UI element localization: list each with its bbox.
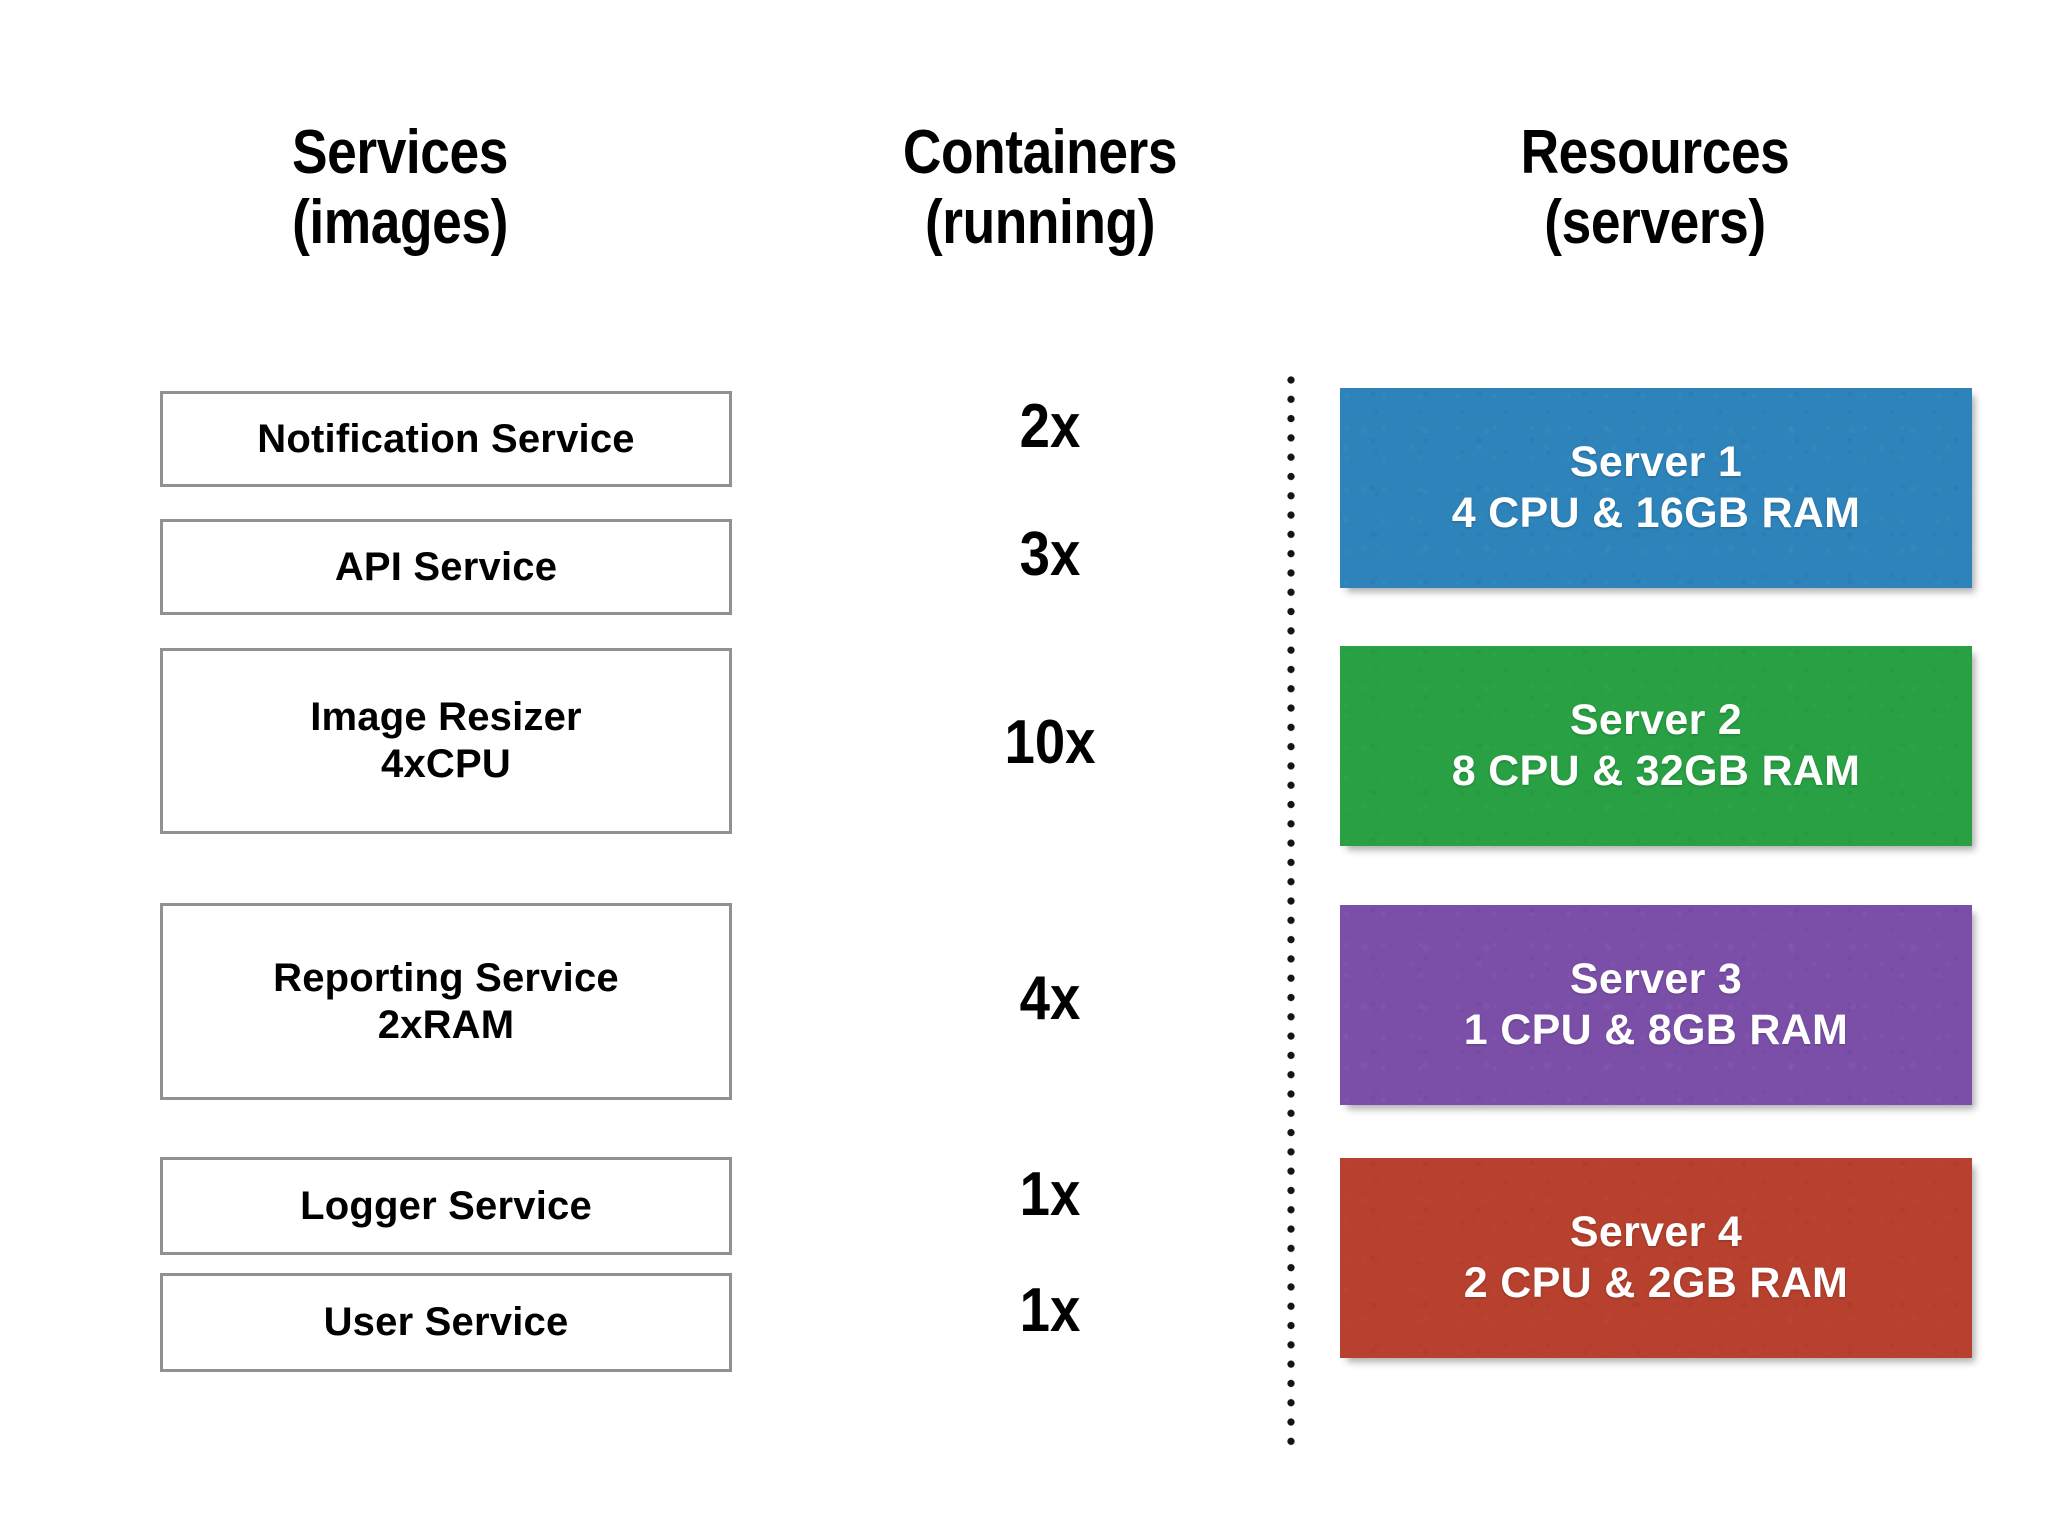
service-box[interactable]: Reporting Service 2xRAM [160,903,732,1100]
server-label: Server 2 8 CPU & 32GB RAM [1451,696,1861,795]
service-box[interactable]: API Service [160,519,732,615]
service-box[interactable]: User Service [160,1273,732,1372]
dotted-divider [1287,376,1295,1448]
container-count: 10x [1004,708,1096,777]
server-label: Server 4 2 CPU & 2GB RAM [1463,1208,1849,1307]
column-header-services: Services (images) [292,118,508,258]
service-label: Logger Service [300,1183,592,1228]
container-count: 2x [1019,392,1081,461]
container-count: 1x [1019,1160,1081,1229]
server-box[interactable]: Server 3 1 CPU & 8GB RAM [1340,905,1972,1105]
server-label: Server 1 4 CPU & 16GB RAM [1451,438,1861,537]
service-box[interactable]: Notification Service [160,391,732,487]
service-label: Image Resizer 4xCPU [310,695,582,786]
service-label: Reporting Service 2xRAM [273,955,619,1047]
container-count: 3x [1019,520,1081,589]
server-label: Server 3 1 CPU & 8GB RAM [1463,955,1849,1054]
service-box[interactable]: Image Resizer 4xCPU [160,648,732,834]
container-count: 4x [1019,964,1081,1033]
service-label: Notification Service [257,416,635,461]
container-count: 1x [1019,1276,1081,1345]
service-label: User Service [323,1300,569,1345]
server-box[interactable]: Server 4 2 CPU & 2GB RAM [1340,1158,1972,1358]
server-box[interactable]: Server 2 8 CPU & 32GB RAM [1340,646,1972,846]
server-box[interactable]: Server 1 4 CPU & 16GB RAM [1340,388,1972,588]
service-box[interactable]: Logger Service [160,1157,732,1255]
service-label: API Service [334,544,558,589]
column-header-containers: Containers (running) [902,118,1178,258]
column-header-resources: Resources (servers) [1520,118,1790,258]
